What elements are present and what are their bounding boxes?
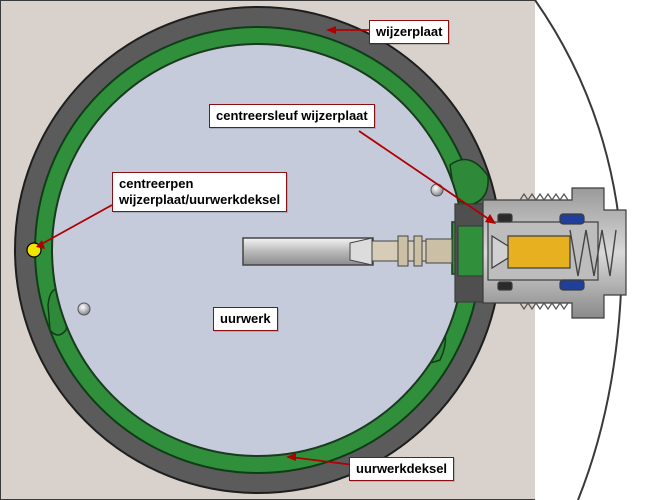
label-centreersleuf: centreersleuf wijzerplaat — [209, 104, 375, 128]
stem — [371, 235, 453, 267]
leader-arrowheads — [36, 26, 496, 461]
label-uurwerk-text: uurwerk — [220, 311, 271, 326]
label-wijzerplaat-text: wijzerplaat — [376, 24, 443, 39]
label-centreerpen-line2: wijzerplaat/uurwerkdeksel — [119, 192, 281, 207]
label-uurwerkdeksel-text: uurwerkdeksel — [356, 461, 448, 476]
dial-pin-bottom — [77, 302, 91, 316]
label-centreersleuf-text: centreersleuf wijzerplaat — [216, 108, 368, 123]
label-wijzerplaat: wijzerplaat — [369, 20, 450, 44]
label-uurwerkdeksel: uurwerkdeksel — [349, 457, 455, 481]
label-uurwerk: uurwerk — [213, 307, 278, 331]
crown-assembly — [454, 187, 627, 319]
label-centreerpen-line1: centreerpen — [119, 176, 194, 191]
label-centreerpen: centreerpen wijzerplaat/uurwerkdeksel — [112, 172, 288, 212]
